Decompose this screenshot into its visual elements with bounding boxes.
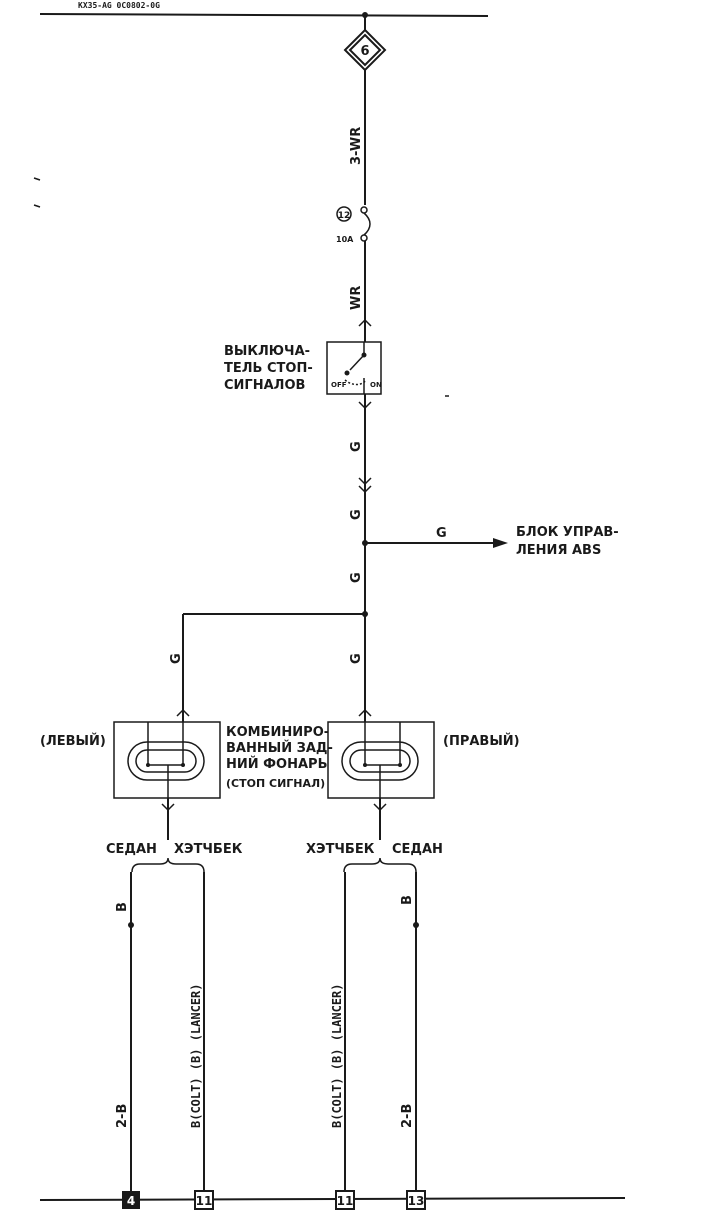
arrow-up-icon: [176, 708, 190, 717]
svg-text:11: 11: [196, 1194, 213, 1208]
svg-text:11: 11: [337, 1194, 354, 1208]
ground-terminal-11-left: 11: [194, 1190, 214, 1210]
wire-label-g2: G: [349, 509, 364, 520]
svg-text:6: 6: [360, 44, 369, 59]
right-sedan-label: СЕДАН: [392, 842, 443, 857]
left-sedan-dot: [128, 922, 134, 928]
arrow-right-icon: [493, 538, 508, 548]
fuse-icon: 12 10A: [336, 206, 371, 244]
left-sedan-label: СЕДАН: [106, 842, 157, 857]
lamp-name-line4: (СТОП СИГНАЛ): [226, 777, 325, 790]
connector-diamond-6: 6: [343, 28, 387, 72]
lamp-name-line1: КОМБИНИРО-: [226, 725, 329, 740]
svg-text:ON: ON: [370, 381, 382, 389]
wire-label-sedan-left: B: [115, 902, 130, 912]
svg-text:13: 13: [408, 1194, 425, 1208]
arrow-down-icon: [358, 485, 372, 494]
switch-label-line1: ВЫКЛЮЧА-: [224, 344, 310, 359]
right-lamp-label: (ПРАВЫЙ): [443, 733, 520, 749]
wire-label-3-wr: 3-WR: [349, 127, 364, 165]
arrow-down-icon: [358, 401, 372, 410]
arrow-up-icon: [358, 318, 372, 327]
switch-label-line3: СИГНАЛОВ: [224, 378, 305, 393]
arrow-down-icon: [358, 477, 372, 486]
arrow-up-icon: [358, 708, 372, 717]
left-variant-bracket: [131, 857, 205, 873]
lamp-name-line3: НИЙ ФОНАРЬ: [226, 756, 328, 772]
lamp-name-line2: ВАННЫЙ ЗАД-: [226, 740, 333, 756]
left-lamp-icon: [113, 721, 221, 799]
ground-terminal-13: 13: [406, 1190, 426, 1210]
stray-mark: [33, 177, 41, 181]
left-lamp-label: (ЛЕВЫЙ): [40, 733, 106, 749]
wire-label-g4: G: [349, 653, 364, 664]
svg-text:12: 12: [338, 211, 351, 221]
switch-label-line2: ТЕЛЬ СТОП-: [224, 361, 313, 376]
left-hatch-label: ХЭТЧБЕК: [174, 842, 243, 857]
wire-label-left-g: G: [169, 653, 184, 664]
arrow-down-icon: [373, 803, 387, 812]
wire-label-hatch-left: B(COLT) (B) (LANCER): [189, 984, 203, 1129]
abs-label-line2: ЛЕНИЯ ABS: [516, 543, 601, 558]
wire-label-wr: WR: [349, 286, 364, 310]
right-variant-bracket: [343, 857, 417, 873]
svg-text:4: 4: [127, 1194, 135, 1208]
wire-label-hatch-right: B(COLT) (B) (LANCER): [330, 984, 344, 1129]
wire-label-sedan-right: B: [400, 895, 415, 905]
stop-switch-icon: OFF ON: [326, 341, 382, 395]
svg-text:OFF: OFF: [331, 381, 347, 389]
top-bus-line: [39, 13, 489, 17]
right-lamp-icon: [327, 721, 435, 799]
ground-terminal-11-right: 11: [335, 1190, 355, 1210]
wire-label-ground-right: 2-B: [400, 1104, 415, 1128]
wire-label-ground-left: 2-B: [115, 1104, 130, 1128]
arrow-down-icon: [161, 803, 175, 812]
svg-text:10A: 10A: [336, 235, 354, 244]
right-sedan-dot: [413, 922, 419, 928]
wire-label-g1: G: [349, 441, 364, 452]
right-hatch-label: ХЭТЧБЕК: [306, 842, 375, 857]
ground-terminal-4: 4: [122, 1191, 140, 1209]
wire-label-abs: G: [436, 526, 447, 541]
wire-label-g3: G: [349, 572, 364, 583]
stray-mark: [33, 204, 41, 208]
abs-label-line1: БЛОК УПРАВ-: [516, 525, 619, 540]
header-code: KX35-AG 0C0802-0G: [78, 1, 160, 10]
